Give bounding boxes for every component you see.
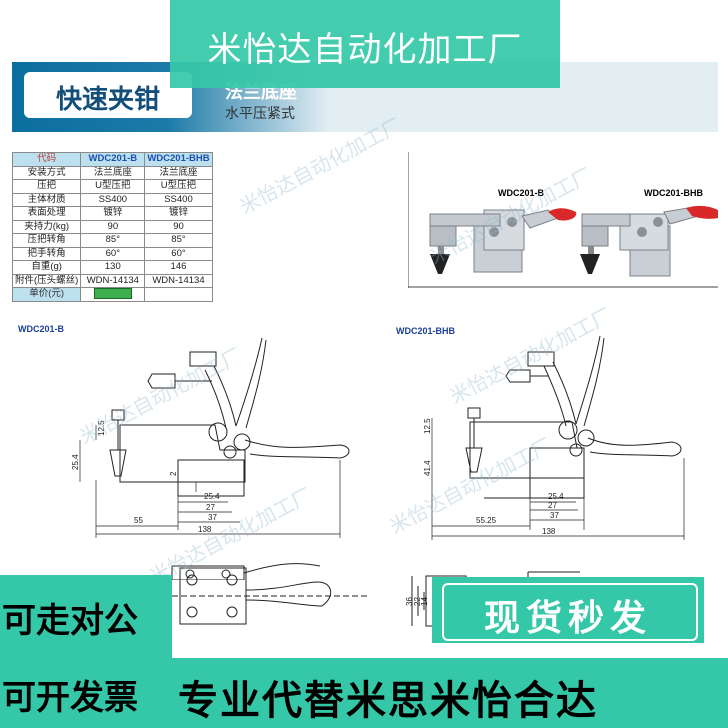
ad-left-line2: 可开发票 xyxy=(2,678,138,718)
table-cell: U型压把 xyxy=(80,179,146,194)
clamp-photo-right: WDC201-BHB xyxy=(580,188,718,277)
table-cell: 85° xyxy=(80,233,146,248)
table-cell: WDN-14134 xyxy=(80,273,146,288)
drawing-label-left: WDC201-B xyxy=(18,324,65,334)
ad-box-right-border xyxy=(442,583,698,641)
table-row: 表面处理镀锌镀锌 xyxy=(11,206,213,221)
table-cell: 镀锌 xyxy=(80,206,146,221)
clamp-photo-left: WDC201-B xyxy=(429,188,577,274)
top-banner: 米怡达自动化加工厂 xyxy=(170,0,560,88)
row-label: 自重(g) xyxy=(11,260,82,275)
col-header: WDC201-BHB xyxy=(144,152,213,167)
dim-label: 12.5 xyxy=(423,418,432,434)
price-cell xyxy=(80,287,146,302)
table-cell: 130 xyxy=(80,260,146,275)
table-cell: 镀锌 xyxy=(144,206,213,221)
ad-bottom-text: 专业代替米思米怡合达 xyxy=(178,678,598,724)
top-banner-text: 米怡达自动化加工厂 xyxy=(207,30,523,70)
price-row: 单价(元) xyxy=(11,287,213,302)
dim-label: 14 xyxy=(420,597,429,606)
row-label: 主体材质 xyxy=(11,192,82,207)
table-cell: WDN-14134 xyxy=(144,273,213,288)
table-cell: U型压把 xyxy=(144,179,213,194)
photo-label-left: WDC201-B xyxy=(498,188,545,198)
dim-label: 27 xyxy=(548,501,557,510)
table-cell: 146 xyxy=(144,260,213,275)
product-photo: WDC201-B WDC201-BHB xyxy=(408,152,718,288)
col-header: 代码 xyxy=(11,152,82,167)
row-label: 压把转角 xyxy=(11,233,82,248)
table-cell: 90 xyxy=(80,219,146,234)
dim-label: 138 xyxy=(542,527,556,536)
dim-label: 27 xyxy=(206,503,215,512)
subtitle-sub: 水平压紧式 xyxy=(225,106,295,122)
row-label: 把手转角 xyxy=(11,246,82,261)
dim-label: 41.4 xyxy=(423,460,432,476)
dim-label: 22 xyxy=(413,597,422,606)
price-cell xyxy=(144,287,213,302)
dim-label: 25.4 xyxy=(548,492,564,501)
dim-label: 25.4 xyxy=(204,492,220,501)
technical-drawing-left: 12.5 25.4 2 25.4 27 37 55 138 xyxy=(71,337,350,580)
technical-drawing-right: 12.5 41.4 25.4 27 37 55.25 138 xyxy=(423,335,685,540)
ad-box-right-text: 现货秒发 xyxy=(483,598,652,639)
col-header: WDC201-B xyxy=(80,152,146,167)
row-label: 压把 xyxy=(11,179,82,194)
table-cell: 法兰底座 xyxy=(144,165,213,180)
row-label: 夹持力(kg) xyxy=(11,219,82,234)
dim-label: 12.5 xyxy=(97,420,106,436)
row-label: 安装方式 xyxy=(11,165,82,180)
dim-label: 36 xyxy=(405,597,414,606)
dim-label: 25.4 xyxy=(71,454,80,470)
dim-label: 55.25 xyxy=(476,516,497,525)
dim-label: 138 xyxy=(198,525,212,534)
dim-label: 37 xyxy=(208,513,217,522)
ad-bottom-banner: 专业代替米思米怡合达 xyxy=(172,658,728,728)
table-row: 安装方式法兰底座法兰底座 xyxy=(11,165,213,180)
price-tag-icon xyxy=(93,288,132,300)
row-label: 表面处理 xyxy=(11,206,82,221)
row-label: 附件(压头螺丝) xyxy=(11,273,82,288)
table-cell: SS400 xyxy=(144,192,213,207)
table-cell: 90 xyxy=(144,219,213,234)
price-label: 单价(元) xyxy=(11,287,82,302)
table-cell: 60° xyxy=(144,246,213,261)
table-cell: 法兰底座 xyxy=(80,165,146,180)
dim-label: 37 xyxy=(550,511,559,520)
category-badge: 快速夹钳 xyxy=(24,72,192,118)
photo-label-right: WDC201-BHB xyxy=(644,188,704,198)
ad-box-right: 现货秒发 xyxy=(432,577,704,643)
plan-view-left xyxy=(172,567,368,625)
ad-box-left: 可走对公 可开发票 xyxy=(0,575,172,728)
drawing-label-right: WDC201-BHB xyxy=(396,326,456,336)
table-cell: 85° xyxy=(144,233,213,248)
spec-table-header: 代码 WDC201-B WDC201-BHB xyxy=(11,152,213,167)
table-cell: SS400 xyxy=(80,192,146,207)
ad-left-line1: 可走对公 xyxy=(2,601,138,641)
dim-label: 55 xyxy=(134,516,143,525)
table-cell: 60° xyxy=(80,246,146,261)
dim-label: 2 xyxy=(169,471,178,476)
category-badge-text: 快速夹钳 xyxy=(55,85,160,115)
